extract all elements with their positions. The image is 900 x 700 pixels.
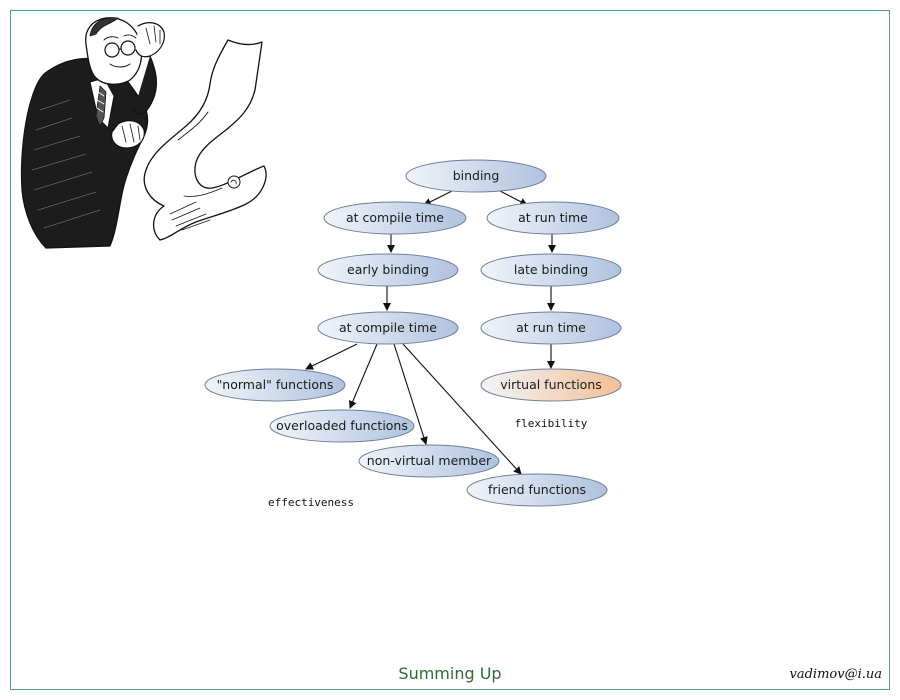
node-at-compile-time-1: at compile time bbox=[323, 201, 467, 235]
note-effectiveness: effectiveness bbox=[268, 496, 354, 509]
node-non-virtual-member: non-virtual member bbox=[358, 444, 500, 478]
node-at-compile-time-1-label: at compile time bbox=[346, 210, 444, 225]
slide-frame bbox=[10, 10, 890, 690]
diagram-edges bbox=[305, 190, 556, 475]
node-early-binding: early binding bbox=[317, 253, 459, 287]
node-friend-functions-label: friend functions bbox=[488, 482, 586, 497]
edge-to-non-virtual-member bbox=[393, 343, 428, 445]
node-overloaded-functions-label: overloaded functions bbox=[276, 418, 408, 433]
note-flexibility: flexibility bbox=[515, 417, 588, 430]
node-at-run-time-1: at run time bbox=[486, 201, 620, 235]
node-late-binding: late binding bbox=[480, 253, 622, 287]
node-virtual-functions: virtual functions bbox=[480, 368, 622, 402]
node-overloaded-functions: overloaded functions bbox=[269, 409, 415, 443]
node-binding-label: binding bbox=[453, 168, 500, 183]
edge-to-normal-functions bbox=[305, 343, 358, 370]
node-friend-functions: friend functions bbox=[466, 473, 608, 507]
node-binding: binding bbox=[405, 159, 547, 193]
author-email: vadimov@i.ua bbox=[789, 667, 883, 682]
node-late-binding-label: late binding bbox=[514, 262, 588, 277]
node-at-run-time-1-label: at run time bbox=[518, 210, 588, 225]
node-at-compile-time-2-label: at compile time bbox=[339, 320, 437, 335]
edge-to-friend-functions bbox=[402, 343, 522, 475]
node-early-binding-label: early binding bbox=[347, 262, 429, 277]
edge-to-overloaded-functions bbox=[349, 343, 378, 409]
node-at-run-time-2: at run time bbox=[480, 311, 622, 345]
edge-binding-to-compile-time bbox=[423, 190, 453, 206]
node-normal-functions-label: "normal" functions bbox=[217, 377, 334, 392]
node-virtual-functions-label: virtual functions bbox=[500, 377, 602, 392]
node-at-compile-time-2: at compile time bbox=[317, 311, 459, 345]
node-normal-functions: "normal" functions bbox=[204, 368, 346, 402]
edge-binding-to-run-time bbox=[499, 190, 528, 206]
node-at-run-time-2-label: at run time bbox=[516, 320, 586, 335]
slide-title: Summing Up bbox=[398, 664, 502, 683]
node-non-virtual-member-label: non-virtual member bbox=[367, 453, 492, 468]
worried-man-illustration bbox=[20, 17, 267, 249]
